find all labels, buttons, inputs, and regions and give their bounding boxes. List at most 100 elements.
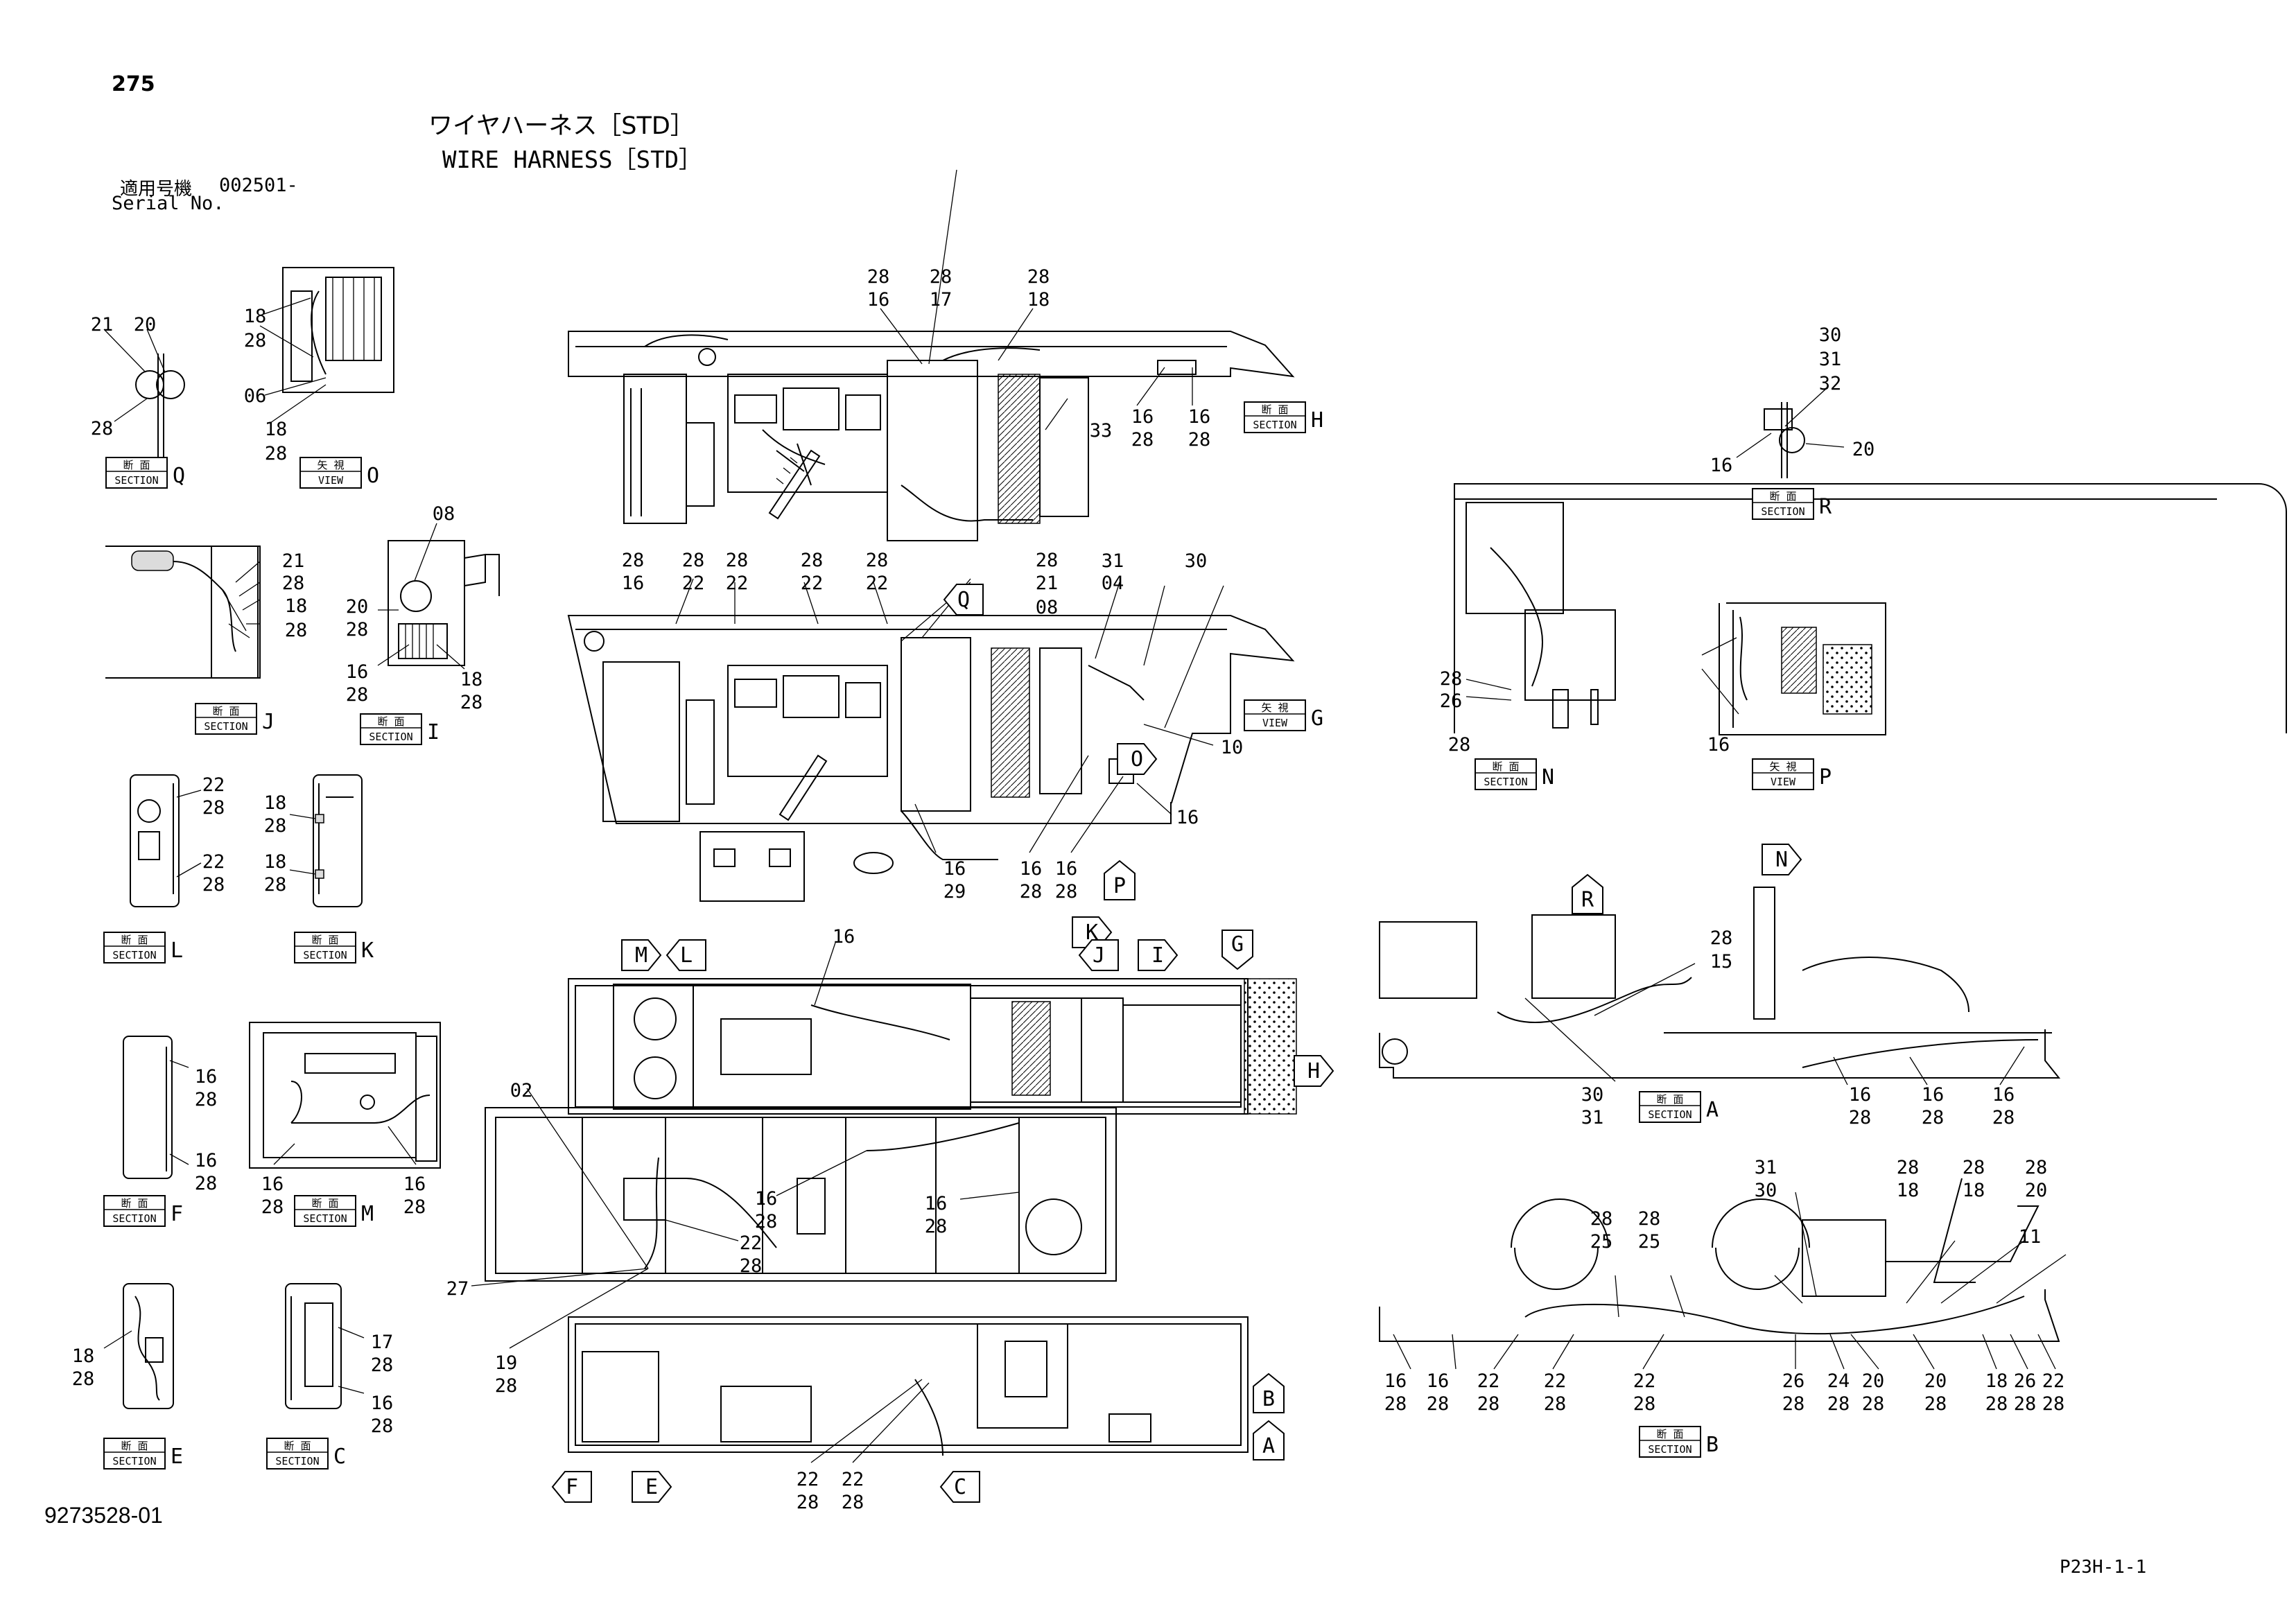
view-label-frame <box>1752 488 1814 520</box>
part-callout-number: 28 <box>1862 1393 1885 1415</box>
view-label-frame <box>299 457 362 489</box>
view-label-letter: I <box>427 720 440 744</box>
view-label-english: SECTION <box>1648 1443 1691 1456</box>
direction-arrow-letter: J <box>1093 943 1105 968</box>
view-label-frame <box>105 457 168 489</box>
part-callout-number: 28 <box>867 266 890 288</box>
part-callout-number: 18 <box>265 419 288 440</box>
part-callout-number: 21 <box>91 314 114 335</box>
part-callout-number: 18 <box>1963 1180 1985 1201</box>
part-callout-number: 16 <box>1188 406 1211 428</box>
part-callout-number: 28 <box>1992 1107 2015 1128</box>
view-label-english: SECTION <box>112 1212 156 1225</box>
view-label-english: SECTION <box>114 474 158 487</box>
direction-arrow-letter: B <box>1262 1387 1275 1411</box>
view-label-japanese: 断 面 <box>1656 1428 1683 1440</box>
view-label-japanese: 断 面 <box>311 1197 338 1210</box>
part-callout-number: 16 <box>622 573 645 594</box>
view-label-letter: P <box>1819 765 1832 790</box>
part-callout-number: 28 <box>1782 1393 1805 1415</box>
part-callout-number: 28 <box>264 874 287 896</box>
part-callout-number: 31 <box>1102 550 1124 572</box>
view-label-letter: G <box>1311 706 1323 731</box>
part-callout-number: 28 <box>726 550 749 571</box>
part-callout-number: 26 <box>1440 690 1463 712</box>
direction-arrow-l: L <box>666 939 706 971</box>
part-callout-number: 30 <box>1581 1084 1604 1106</box>
part-callout-number: 28 <box>1188 429 1211 451</box>
view-label-box-g: 矢 視 VIEW G <box>1244 699 1323 731</box>
view-label-frame <box>1475 758 1537 790</box>
direction-arrow-letter: Q <box>957 588 970 612</box>
view-label-english: SECTION <box>1648 1108 1691 1121</box>
part-callout-number: 18 <box>460 669 483 690</box>
drawing-number: 9273528-01 <box>44 1503 163 1528</box>
detail-section-e <box>103 1283 174 1409</box>
part-callout-number: 20 <box>134 314 157 335</box>
part-callout-number: 28 <box>1055 881 1078 902</box>
view-label-letter: K <box>361 939 374 963</box>
part-callout-number: 28 <box>346 619 369 640</box>
direction-arrow-i: I <box>1138 939 1179 971</box>
direction-arrow-f: F <box>551 1471 592 1503</box>
view-label-letter: J <box>262 710 275 734</box>
view-label-frame <box>266 1438 329 1470</box>
view-label-japanese: 断 面 <box>311 934 338 946</box>
direction-arrow-letter: H <box>1307 1059 1320 1083</box>
view-label-japanese: 矢 視 <box>1261 701 1288 714</box>
part-callout-number: 28 <box>1544 1393 1567 1415</box>
part-callout-number: 28 <box>1384 1393 1407 1415</box>
part-callout-number: 28 <box>265 443 288 464</box>
view-label-japanese: 断 面 <box>212 705 239 717</box>
part-callout-number: 28 <box>1020 881 1043 902</box>
part-callout-number: 18 <box>264 851 287 873</box>
direction-arrow-m: M <box>621 939 662 971</box>
view-label-frame <box>1244 401 1306 433</box>
part-callout-number: 28 <box>1897 1157 1920 1178</box>
part-callout-number: 22 <box>202 774 225 796</box>
detail-view-p <box>1701 602 1886 735</box>
part-callout-number: 28 <box>622 550 645 571</box>
view-label-english: VIEW <box>1771 776 1796 788</box>
part-callout-number: 10 <box>1221 737 1244 758</box>
view-label-japanese: 矢 視 <box>1769 760 1796 773</box>
part-callout-number: 22 <box>842 1469 864 1490</box>
part-callout-number: 22 <box>797 1469 819 1490</box>
part-callout-number: 18 <box>244 306 267 327</box>
part-callout-number: 28 <box>371 1354 394 1376</box>
part-callout-number: 18 <box>285 595 308 617</box>
part-callout-number: 28 <box>797 1492 819 1513</box>
serial-label-english: Serial No. <box>112 193 225 214</box>
view-label-box-p: 矢 視 VIEW P <box>1752 758 1832 790</box>
part-callout-number: 28 <box>195 1173 218 1194</box>
view-label-english: VIEW <box>1262 717 1288 729</box>
part-callout-number: 28 <box>460 692 483 713</box>
direction-arrow-letter: I <box>1151 943 1164 968</box>
part-callout-number: 28 <box>1963 1157 1985 1178</box>
part-callout-number: 22 <box>682 573 705 594</box>
part-callout-number: 22 <box>202 851 225 873</box>
part-callout-number: 22 <box>726 573 749 594</box>
part-callout-number: 16 <box>195 1150 218 1171</box>
part-callout-number: 16 <box>1384 1370 1407 1392</box>
part-callout-number: 22 <box>1544 1370 1567 1392</box>
part-callout-number: 20 <box>1924 1370 1947 1392</box>
part-callout-number: 28 <box>2014 1393 2037 1415</box>
direction-arrow-letter: C <box>954 1475 966 1499</box>
detail-section-q <box>103 329 185 457</box>
part-callout-number: 28 <box>91 418 114 439</box>
part-callout-number: 31 <box>1819 349 1842 370</box>
part-callout-number: 19 <box>495 1352 518 1374</box>
part-callout-number: 28 <box>930 266 953 288</box>
part-callout-number: 16 <box>1131 406 1154 428</box>
view-label-letter: O <box>367 464 379 488</box>
part-callout-number: 11 <box>2019 1226 2042 1248</box>
part-callout-number: 28 <box>282 573 305 594</box>
